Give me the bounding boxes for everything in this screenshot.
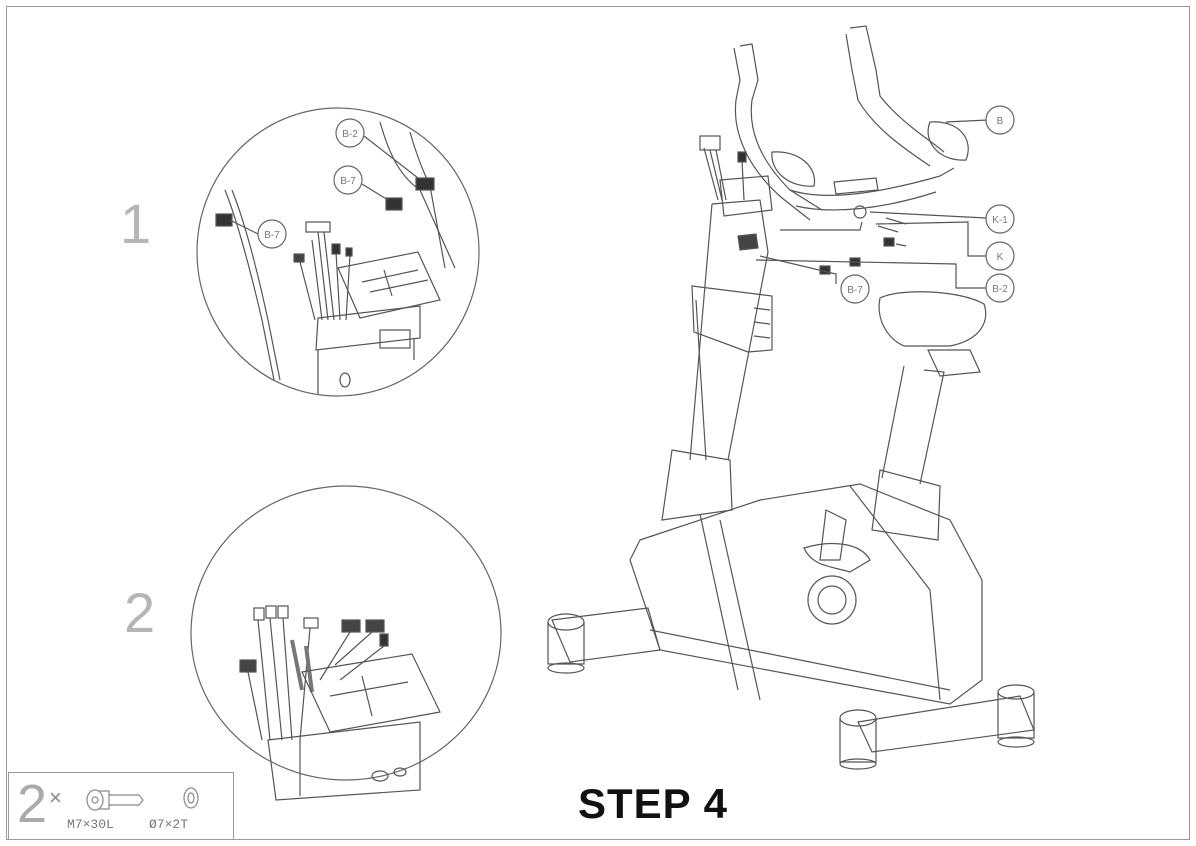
part-balloons — [257, 105, 1015, 304]
hardware-quantity: 2 — [17, 774, 48, 834]
page-border — [6, 6, 1190, 840]
label-k1: K-1 — [992, 215, 1008, 226]
label-b7-detail-upper: B-7 — [340, 176, 356, 187]
label-b: B — [997, 116, 1004, 127]
hardware-box: 2 × M7×30L Ø7×2T — [8, 772, 234, 840]
exercise-bike-drawing — [229, 25, 1035, 770]
detail-view-2 — [190, 485, 502, 801]
part-labels: B-2 B-7 B-7 B K-1 K B-7 B-2 — [264, 116, 1008, 296]
label-b7-detail-left: B-7 — [264, 230, 280, 241]
detail-number-1: 1 — [120, 192, 152, 255]
label-b2: B-2 — [992, 284, 1008, 295]
hardware-times: × — [49, 785, 62, 810]
bolt-icon — [86, 789, 144, 811]
step-title: STEP 4 — [578, 780, 728, 827]
washer-icon — [183, 787, 199, 809]
label-k: K — [997, 252, 1004, 263]
label-b7: B-7 — [847, 285, 863, 296]
detail-view-1 — [196, 107, 480, 397]
bolt-spec: M7×30L — [67, 817, 114, 832]
label-b2-detail: B-2 — [342, 129, 358, 140]
detail-number-2: 2 — [124, 581, 156, 644]
hardware-drawing — [86, 787, 199, 811]
washer-spec: Ø7×2T — [149, 817, 189, 832]
